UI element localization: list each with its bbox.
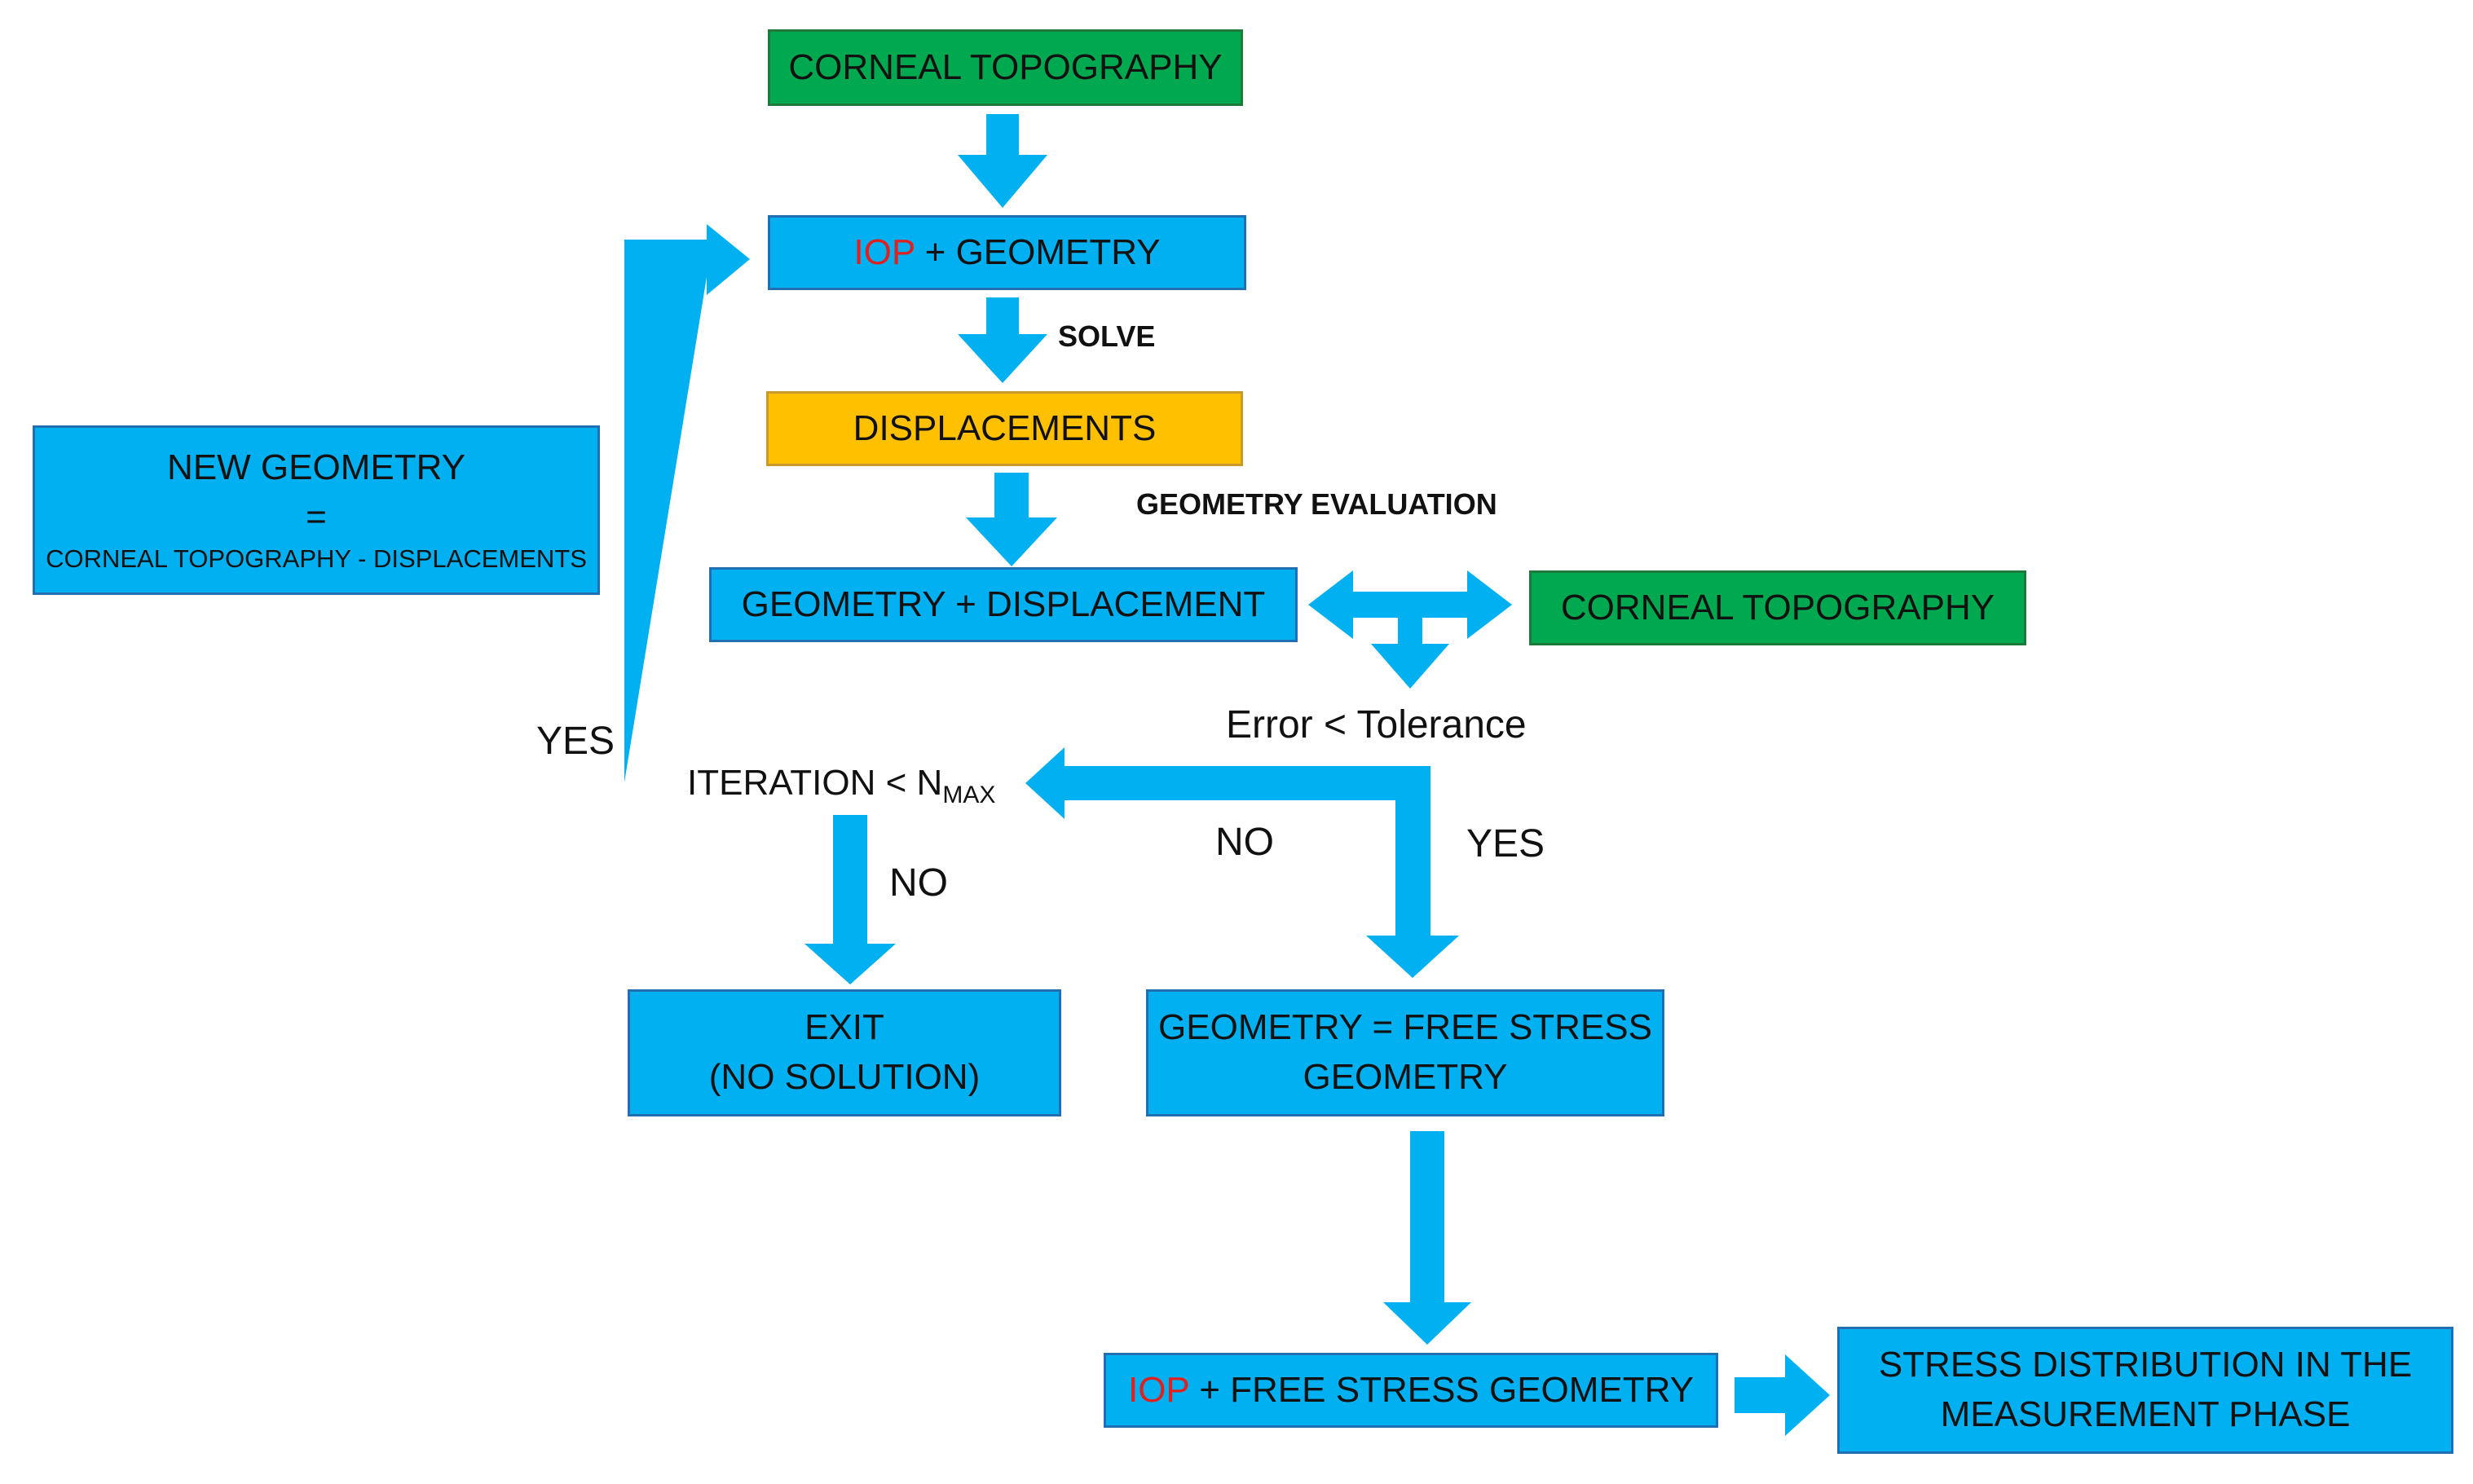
corneal-topography-top-text: CORNEAL TOPOGRAPHY — [788, 46, 1223, 87]
free-stress-geometry-box: GEOMETRY = FREE STRESS GEOMETRY — [1146, 989, 1664, 1116]
displacements-text: DISPLACEMENTS — [853, 407, 1157, 448]
arrow-yes-to-free-stress — [1366, 766, 1459, 978]
free-stress-line2: GEOMETRY — [1303, 1057, 1508, 1097]
new-geometry-box: NEW GEOMETRY = CORNEAL TOPOGRAPHY - DISP… — [33, 425, 600, 595]
iop-label: IOP — [853, 231, 915, 272]
iop-free-stress-rest: + FREE STRESS GEOMETRY — [1189, 1369, 1694, 1410]
iop-label-2: IOP — [1127, 1369, 1189, 1410]
exit-line1: EXIT — [804, 1007, 884, 1048]
no-down-label: NO — [889, 861, 948, 905]
displacements-box: DISPLACEMENTS — [766, 391, 1243, 466]
new-geometry-line1: NEW GEOMETRY — [167, 447, 465, 487]
free-stress-line1: GEOMETRY = FREE STRESS — [1158, 1007, 1652, 1048]
corneal-topography-right-text: CORNEAL TOPOGRAPHY — [1560, 587, 1995, 628]
new-geometry-equals: = — [306, 496, 327, 537]
stress-distribution-line2: MEASUREMENT PHASE — [1940, 1394, 2351, 1434]
no-middle-label: NO — [1215, 821, 1274, 864]
solve-label: SOLVE — [1058, 319, 1156, 353]
iteration-text: ITERATION < N — [687, 763, 943, 803]
iop-free-stress-text: IOP + FREE STRESS GEOMETRY — [1128, 1366, 1694, 1416]
corneal-topography-right-box: CORNEAL TOPOGRAPHY — [1529, 570, 2026, 645]
iteration-label: ITERATION < NMAX — [687, 763, 995, 809]
geometry-evaluation-label: GEOMETRY EVALUATION — [1136, 487, 1497, 521]
exit-line2: (NO SOLUTION) — [708, 1057, 981, 1097]
arrow-yes-loop — [624, 224, 750, 782]
geometry-displacement-text: GEOMETRY + DISPLACEMENT — [741, 583, 1266, 624]
error-tolerance-label: Error < Tolerance — [1226, 703, 1527, 746]
stress-distribution-line1: STRESS DISTRIBUTION IN THE — [1878, 1345, 2413, 1385]
arrow-solve — [958, 297, 1047, 383]
corneal-topography-top-box: CORNEAL TOPOGRAPHY — [768, 29, 1243, 106]
iop-geometry-box: IOP + GEOMETRY — [768, 215, 1246, 290]
arrow-compare-double — [1308, 570, 1512, 639]
exit-box: EXIT (NO SOLUTION) — [628, 989, 1061, 1116]
arrow-no-to-iteration — [1025, 747, 1430, 819]
arrow-free-stress-down — [1383, 1131, 1471, 1345]
iop-geometry-text: IOP + GEOMETRY — [853, 228, 1160, 278]
iteration-subscript: MAX — [942, 782, 996, 808]
yes-right-label: YES — [1466, 822, 1545, 865]
iop-free-stress-box: IOP + FREE STRESS GEOMETRY — [1104, 1353, 1718, 1428]
stress-distribution-box: STRESS DISTRIBUTION IN THE MEASUREMENT P… — [1837, 1327, 2453, 1454]
yes-left-label: YES — [536, 720, 615, 763]
arrow-no-to-exit — [804, 815, 896, 984]
new-geometry-formula: CORNEAL TOPOGRAPHY - DISPLACEMENTS — [46, 544, 587, 574]
arrow-to-error-check — [1371, 618, 1449, 689]
geometry-displacement-box: GEOMETRY + DISPLACEMENT — [709, 567, 1298, 642]
arrow-geometry-evaluation — [966, 473, 1057, 566]
iop-geometry-rest: + GEOMETRY — [915, 231, 1161, 272]
arrow-topography-to-iop — [958, 114, 1047, 208]
arrow-to-stress-distribution — [1735, 1354, 1830, 1436]
